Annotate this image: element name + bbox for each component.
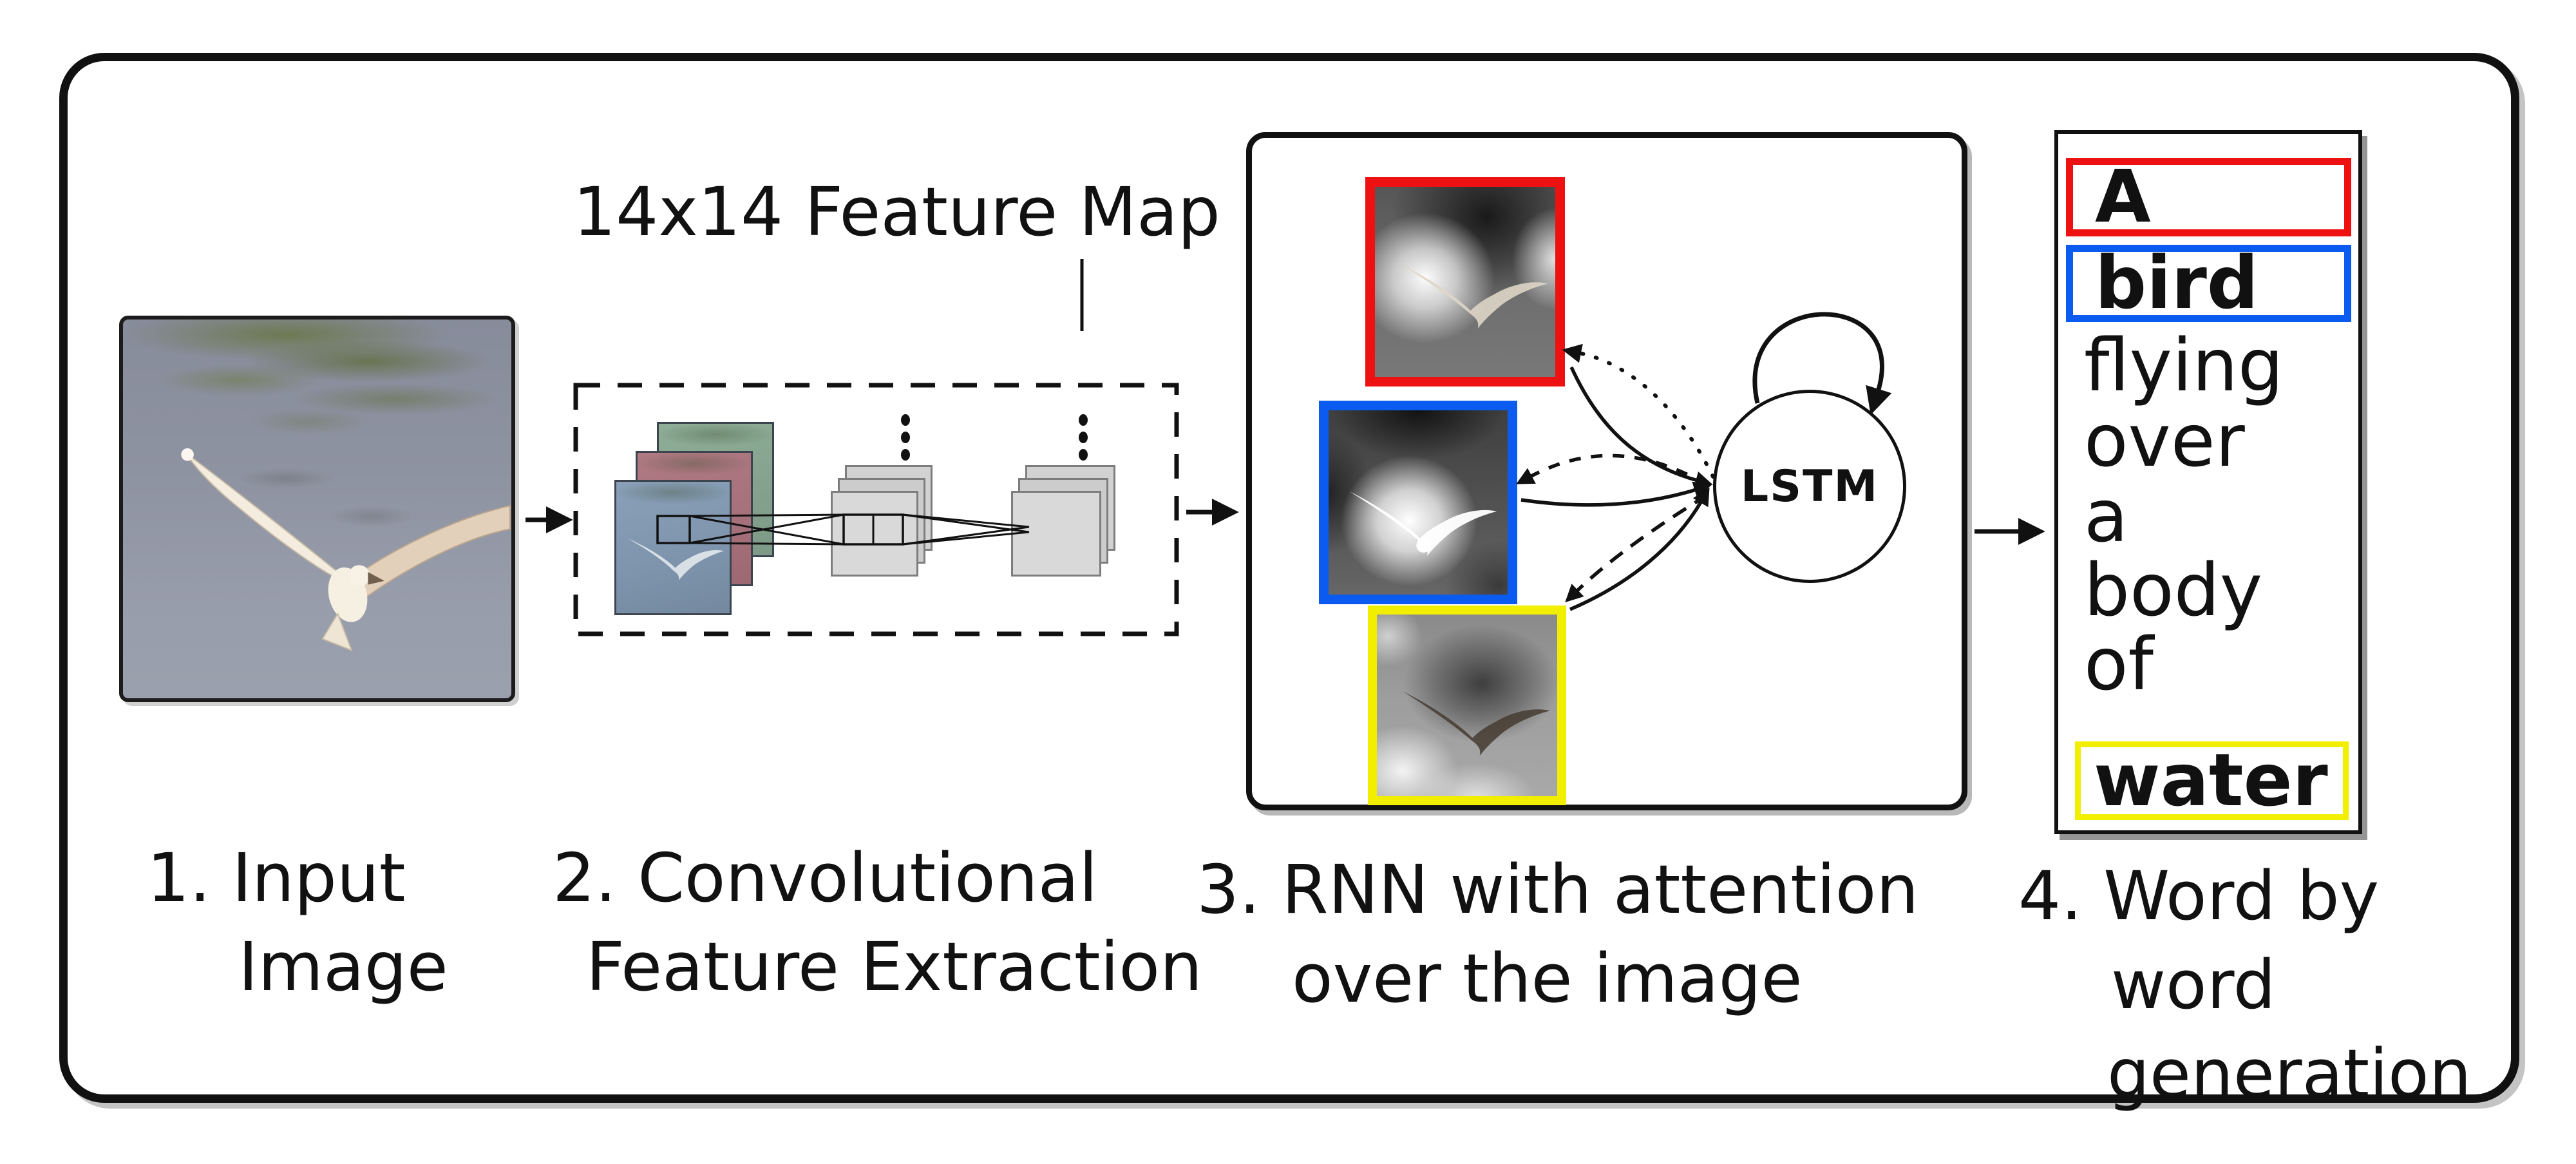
attention-map-blue [1319, 401, 1517, 604]
bird-silhouette-icon [1402, 691, 1550, 756]
caption-line: Image [238, 928, 448, 1006]
feature-map-label: 14x14 Feature Map [573, 173, 1220, 251]
feature-plane [831, 491, 918, 577]
bird-tail [321, 612, 353, 652]
caption-step2: 2. Convolutional Feature Extraction [553, 834, 1202, 1011]
word-row: of [2084, 623, 2154, 707]
word-row: a [2084, 475, 2128, 558]
attention-heatmap [1375, 187, 1555, 377]
word-row: over [2084, 399, 2245, 483]
caption-line: over the image [1292, 939, 1803, 1018]
caption-step1: 1. Input Image [147, 834, 448, 1011]
word-row: body [2084, 549, 2262, 633]
attention-heatmap [1329, 410, 1508, 595]
lstm-label: LSTM [1740, 461, 1879, 512]
word: over [2084, 399, 2245, 483]
caption-step4: 4. Word by word generation [2018, 852, 2472, 1118]
input-image [119, 316, 515, 702]
caption-step3: 3. RNN with attention over the image [1197, 845, 1918, 1023]
bird-right-wing [345, 504, 511, 600]
tinted-bird-icon [627, 538, 724, 581]
caption-line: 2. Convolutional [553, 839, 1098, 917]
bird-wingtip [181, 448, 194, 461]
bird-head [348, 565, 370, 587]
word: A [2095, 155, 2151, 239]
attention-map-red [1365, 177, 1565, 386]
word-row-highlighted-red: A [2066, 155, 2351, 239]
bird-beak [368, 572, 384, 585]
bird-illustration [181, 448, 511, 652]
caption-line: Feature Extraction [586, 928, 1202, 1006]
caption-line: 1. Input [147, 839, 406, 917]
lstm-node: LSTM [1713, 390, 1906, 583]
caption-line: 4. Word by [2018, 857, 2380, 935]
word: a [2084, 475, 2128, 558]
word-row-highlighted-blue: bird [2066, 242, 2351, 325]
attention-heatmap [1377, 615, 1557, 796]
bird-silhouette-icon [1350, 491, 1497, 557]
word-row: flying [2084, 324, 2284, 408]
word: flying [2084, 324, 2284, 408]
word: of [2084, 623, 2154, 707]
caption-line: generation [2107, 1035, 2472, 1113]
feature-plane [1011, 491, 1101, 577]
word: bird [2095, 242, 2259, 325]
word: water [2094, 739, 2328, 823]
word-row-highlighted-yellow: water [2075, 739, 2349, 823]
conv-plane-blue [614, 480, 732, 615]
caption-line: word [2111, 946, 2276, 1024]
bird-left-wing [185, 452, 348, 584]
bird-silhouette-icon [1400, 263, 1548, 329]
word: body [2084, 549, 2262, 633]
caption-line: 3. RNN with attention [1197, 850, 1919, 929]
attention-map-yellow [1368, 606, 1566, 805]
generated-caption-panel: A bird flying over a body of water [2054, 130, 2362, 834]
